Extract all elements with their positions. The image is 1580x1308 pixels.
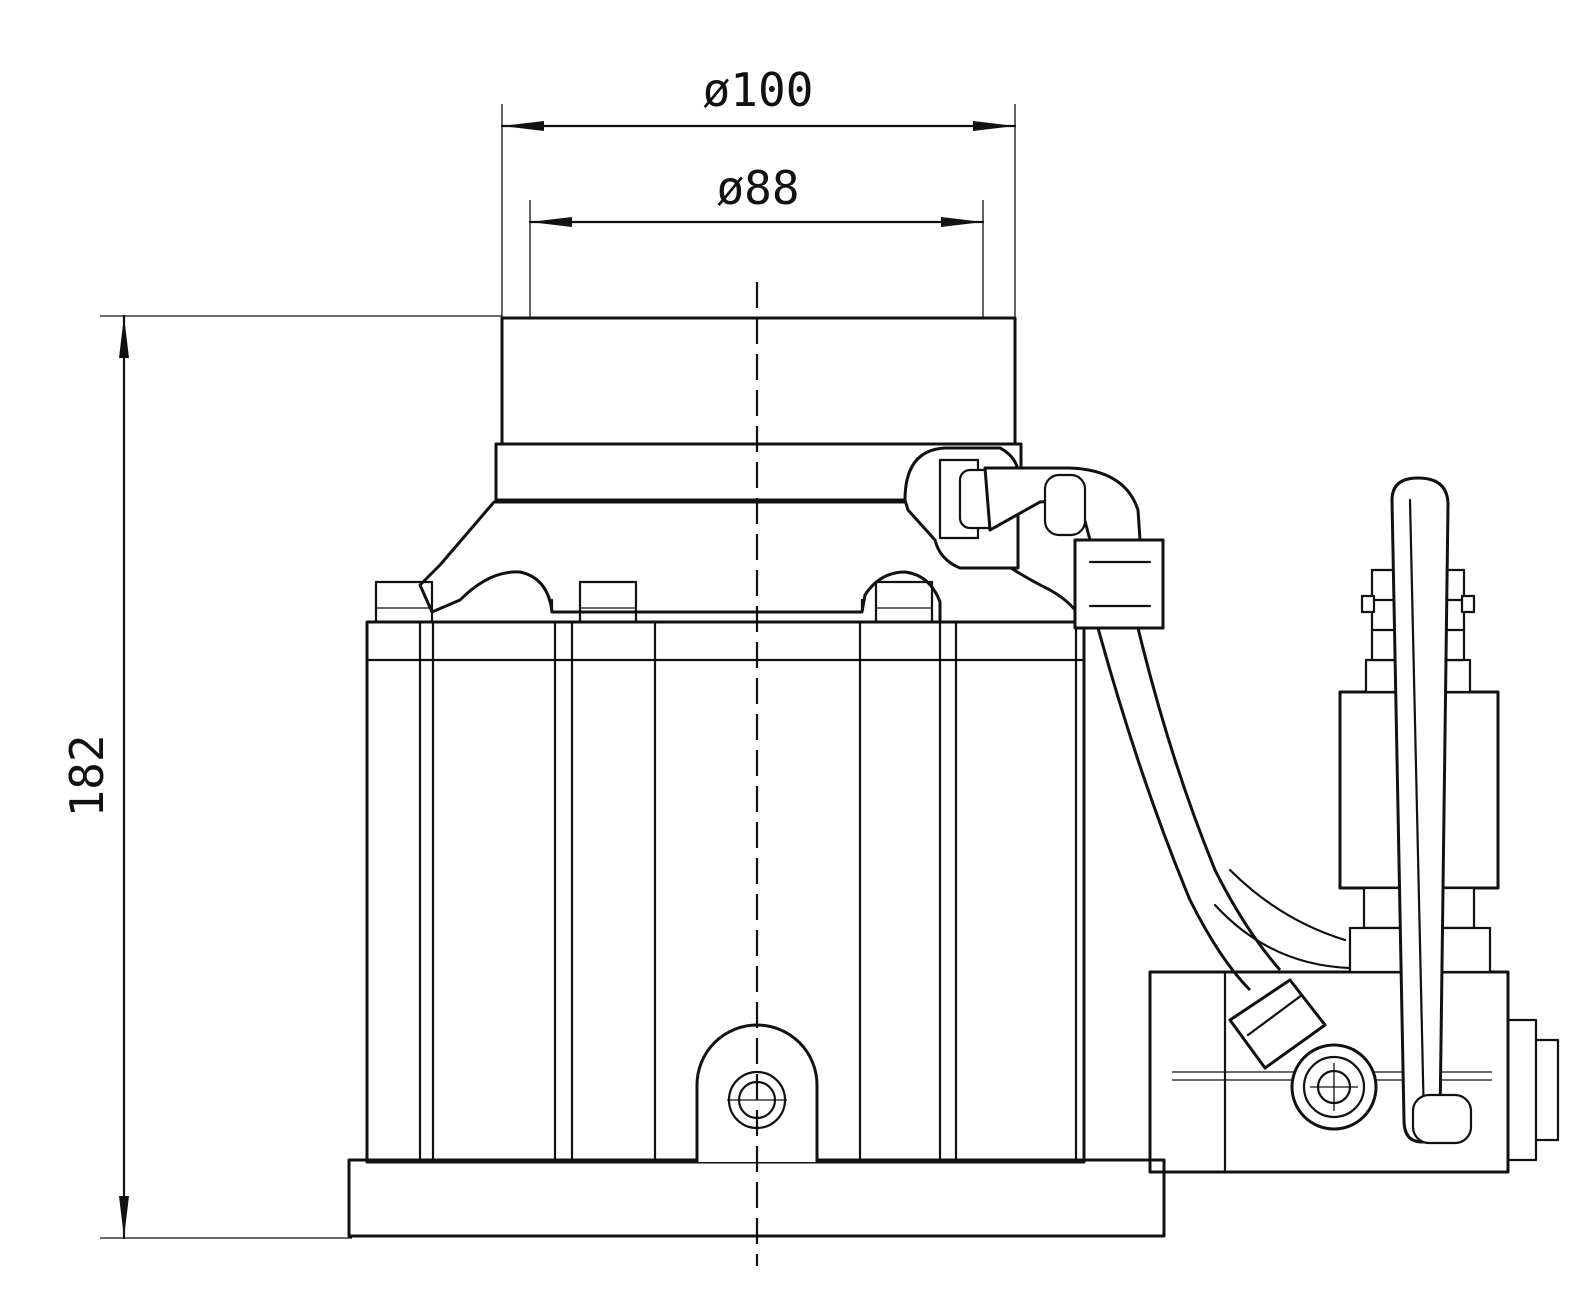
hydraulic-hose [1096,627,1352,992]
dimension-label-height-182: 182 [60,734,114,817]
top-cylinder [500,316,1017,446]
dimension-diameter-88: ø88 [528,161,985,318]
hose-end-fitting [1228,978,1327,1070]
gauge-port [1290,1043,1378,1131]
top-bolt-bosses [374,580,934,624]
handle-lever [1390,476,1473,1145]
cast-housing [418,500,1084,624]
dimension-label-diameter-100: ø100 [703,63,814,117]
body-ribs [418,620,1078,1164]
dimension-label-diameter-88: ø88 [716,161,799,215]
dimension-height-182: 182 [60,314,502,1240]
dimension-diameter-100: ø100 [500,63,1017,318]
elbow-fitting [903,446,1165,630]
